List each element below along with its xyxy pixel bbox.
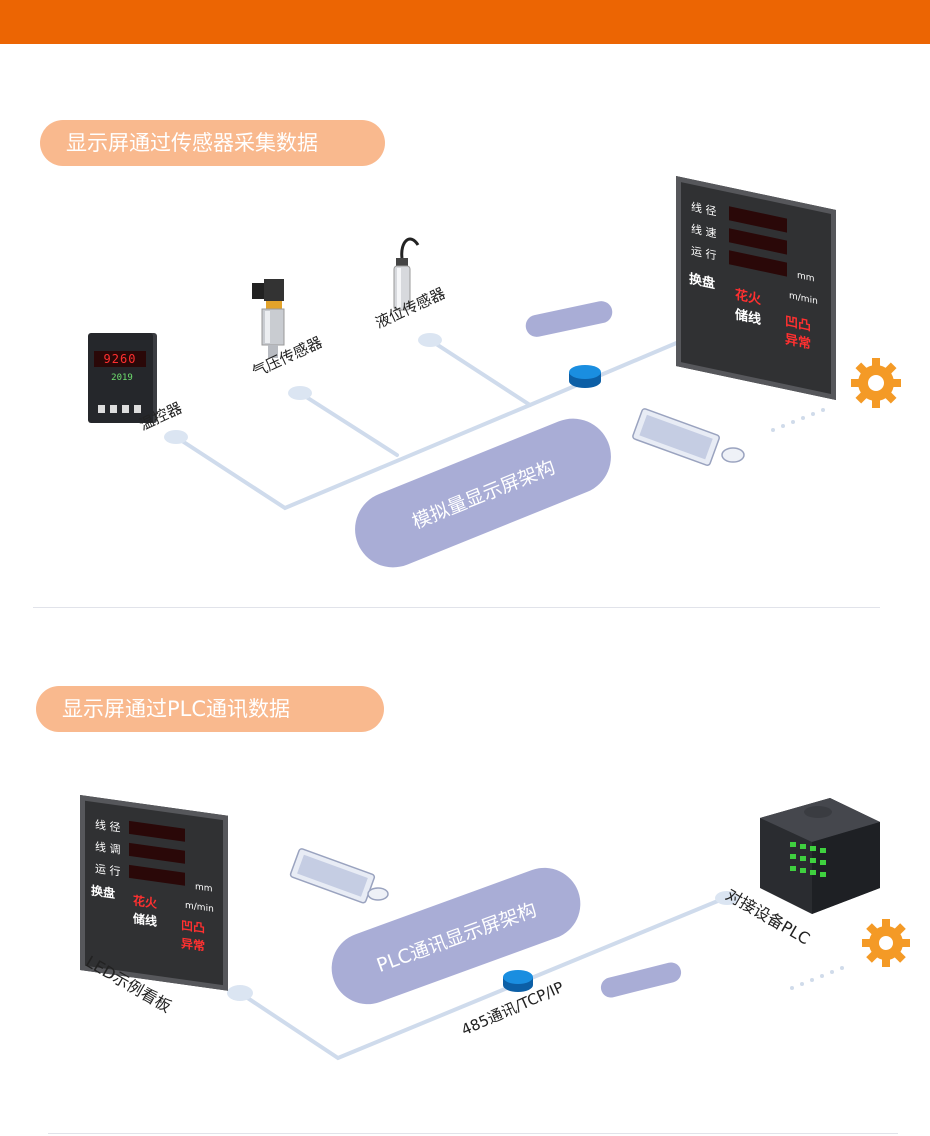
board2-chuxian: 储线 xyxy=(133,911,158,929)
section2-mouse-icon xyxy=(367,887,389,901)
board2-yichang: 异常 xyxy=(181,936,206,954)
section1-mouse-icon xyxy=(721,447,745,463)
level-sensor-icon xyxy=(393,237,420,311)
board2-huanpan: 换盘 xyxy=(91,883,116,901)
section1-node-pressure xyxy=(288,386,312,400)
section2-node-board xyxy=(227,985,253,1001)
temperature-controller-icon: 9260 2019 xyxy=(88,333,153,423)
board2-huahuo: 花火 xyxy=(133,893,158,911)
section2-decor-pill xyxy=(600,962,682,998)
section1-hub-icon xyxy=(569,365,601,388)
section2-gear-icon xyxy=(862,919,910,967)
section1-dot-trail xyxy=(771,408,825,432)
pressure-sensor-icon xyxy=(252,279,285,358)
board2-aotu: 凹凸 xyxy=(181,918,206,936)
controller-buttons xyxy=(98,405,144,413)
section1-gear-icon xyxy=(851,358,901,408)
section2-heading: 显示屏通过PLC通讯数据 xyxy=(36,686,384,732)
board2-row1-value xyxy=(129,820,185,842)
section2-hub-icon xyxy=(503,970,533,992)
board2-row3-value xyxy=(129,864,185,886)
section1-node-level xyxy=(418,333,442,347)
section2-main-bus xyxy=(238,896,727,1061)
section1-main-bus xyxy=(174,331,702,511)
board2-row2-value xyxy=(129,842,185,864)
section2-keyboard-icon xyxy=(289,848,376,904)
section2-node-plc xyxy=(715,891,739,905)
section1-keyboard-icon xyxy=(632,408,720,467)
section1-level-branch xyxy=(428,338,532,407)
section1-heading: 显示屏通过传感器采集数据 xyxy=(40,120,385,166)
section1-decor-pill xyxy=(525,301,613,337)
section1-node-controller xyxy=(164,430,188,444)
board2-unit-mm: mm xyxy=(195,882,213,895)
controller-top-readout: 9260 xyxy=(94,351,146,367)
board2-row1-label: 线 径 xyxy=(95,818,121,835)
section1-pressure-branch xyxy=(298,391,399,457)
section-divider-1 xyxy=(33,607,880,608)
plc-device-icon xyxy=(760,798,880,914)
board2-unit-mmin: m/min xyxy=(185,900,214,915)
board2-row3-label: 运 行 xyxy=(95,862,121,879)
board2-row2-label: 线 调 xyxy=(95,840,121,857)
top-banner xyxy=(0,0,930,44)
section2-dot-trail xyxy=(790,966,844,990)
section-divider-2 xyxy=(48,1133,898,1134)
controller-bottom-readout: 2019 xyxy=(111,373,133,383)
